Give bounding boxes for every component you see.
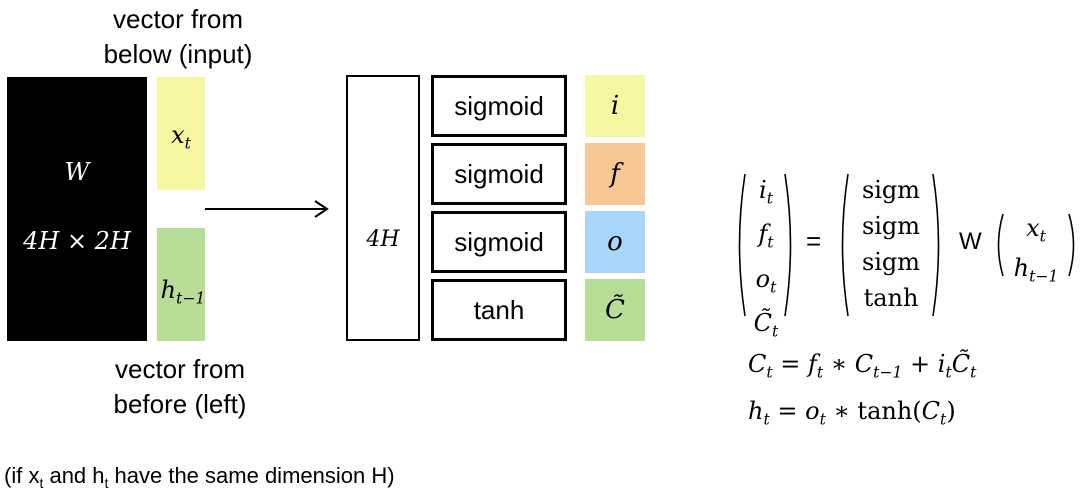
gate-tanh-c: tanh	[431, 279, 567, 341]
paren-left-icon	[738, 173, 746, 317]
fn-4: tanh	[863, 284, 919, 312]
matrix-dims: 4H × 2H	[23, 227, 131, 255]
input-label-line2: below (input)	[103, 39, 253, 69]
rhs-h: ht−1	[1013, 254, 1059, 286]
lhs-i: it	[759, 176, 773, 208]
lhs-vector: it ft ot C̃t	[749, 172, 783, 350]
gate-sigmoid-o: sigmoid	[431, 211, 567, 273]
input-label-line1: vector from	[112, 4, 244, 34]
lstm-matrix-equation: it ft ot C̃t = sigm sigm sigm tanh W xt …	[733, 170, 1083, 341]
cell-state-equation: Ct = ft ∗ Ct−1 + itC̃t	[748, 350, 977, 382]
gate-sigmoid-i: sigmoid	[431, 75, 567, 137]
equals-sign: =	[806, 226, 822, 256]
input-vector-label: vector from below (input)	[88, 2, 268, 72]
left-label-line1: vector from	[114, 354, 246, 384]
activation-vector: sigm sigm sigm tanh	[852, 172, 930, 316]
ht-1-label: ht−1	[160, 276, 206, 308]
gate-fn-label: tanh	[473, 294, 525, 325]
input-concat-vector: xt ht−1	[1005, 212, 1067, 293]
gate-sigmoid-f: sigmoid	[431, 143, 567, 205]
footnote: (if xt and ht have the same dimension H)	[4, 463, 395, 491]
fn-1: sigm	[861, 176, 921, 204]
hidden-state-equation: ht = ot ∗ tanh(Ct)	[748, 397, 956, 429]
paren-left-icon	[841, 173, 849, 317]
fn-3: sigm	[861, 248, 921, 276]
w-symbol: W	[959, 228, 982, 255]
arrow-icon	[205, 200, 329, 218]
paren-right-icon	[784, 173, 792, 317]
gate-fn-label: sigmoid	[454, 158, 544, 189]
matrix-name: W	[64, 158, 90, 186]
paren-right-icon	[932, 173, 940, 317]
lhs-o: ot	[755, 264, 777, 297]
output-o: o	[585, 211, 645, 273]
input-vector-xt: xt	[157, 77, 205, 190]
pre-activation-label: 4H	[366, 227, 400, 252]
paren-right-icon	[1068, 213, 1075, 277]
fn-2: sigm	[861, 212, 921, 240]
previous-vector-label: vector from before (left)	[90, 352, 270, 422]
lhs-f: ft	[758, 220, 774, 252]
output-c-tilde: C̃	[585, 279, 645, 341]
gate-fn-label: sigmoid	[454, 226, 544, 257]
left-label-line2: before (left)	[113, 389, 247, 419]
hidden-vector-ht-1: ht−1	[157, 228, 205, 341]
output-i: i	[585, 75, 645, 137]
paren-left-icon	[997, 213, 1004, 277]
weight-matrix: W 4H × 2H	[7, 77, 147, 341]
gate-fn-label: sigmoid	[454, 90, 544, 121]
output-f: f	[585, 143, 645, 205]
pre-activation-box: 4H	[346, 75, 420, 341]
xt-label: xt	[171, 121, 191, 153]
lhs-c: C̃t	[753, 309, 779, 341]
rhs-x: xt	[1026, 214, 1046, 246]
